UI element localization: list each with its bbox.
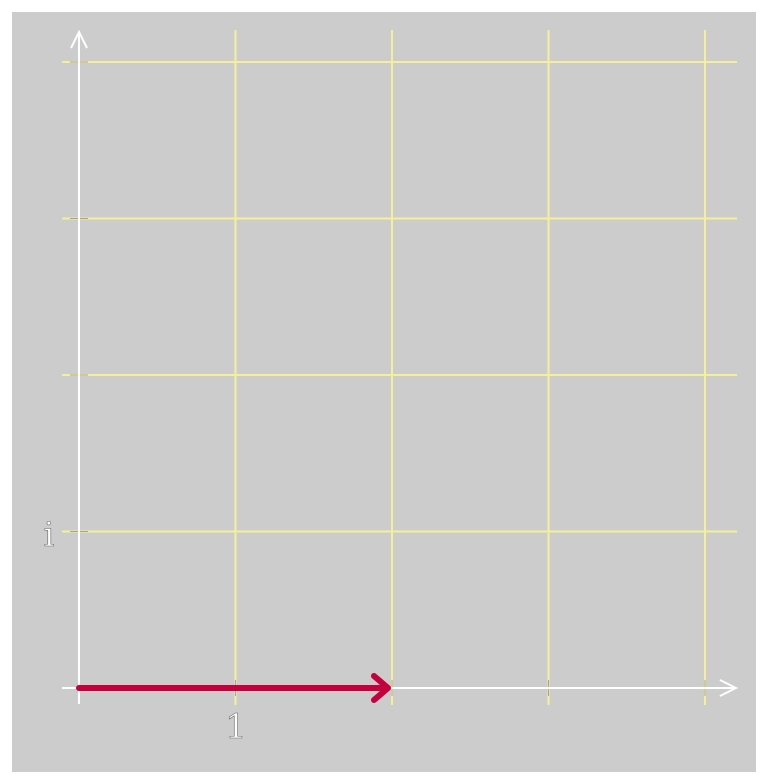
- grid-lines: [62, 30, 737, 705]
- imaginary-unit-label: i: [44, 515, 55, 555]
- imaginary-axis: [70, 29, 88, 704]
- vector-arrowhead: [371, 673, 391, 703]
- real-axis-arrowhead: [719, 679, 739, 697]
- unit-vector: [76, 673, 391, 703]
- real-unit-label: 1: [225, 707, 247, 747]
- diagram-background: [12, 12, 756, 772]
- imaginary-axis-arrowhead: [70, 29, 88, 49]
